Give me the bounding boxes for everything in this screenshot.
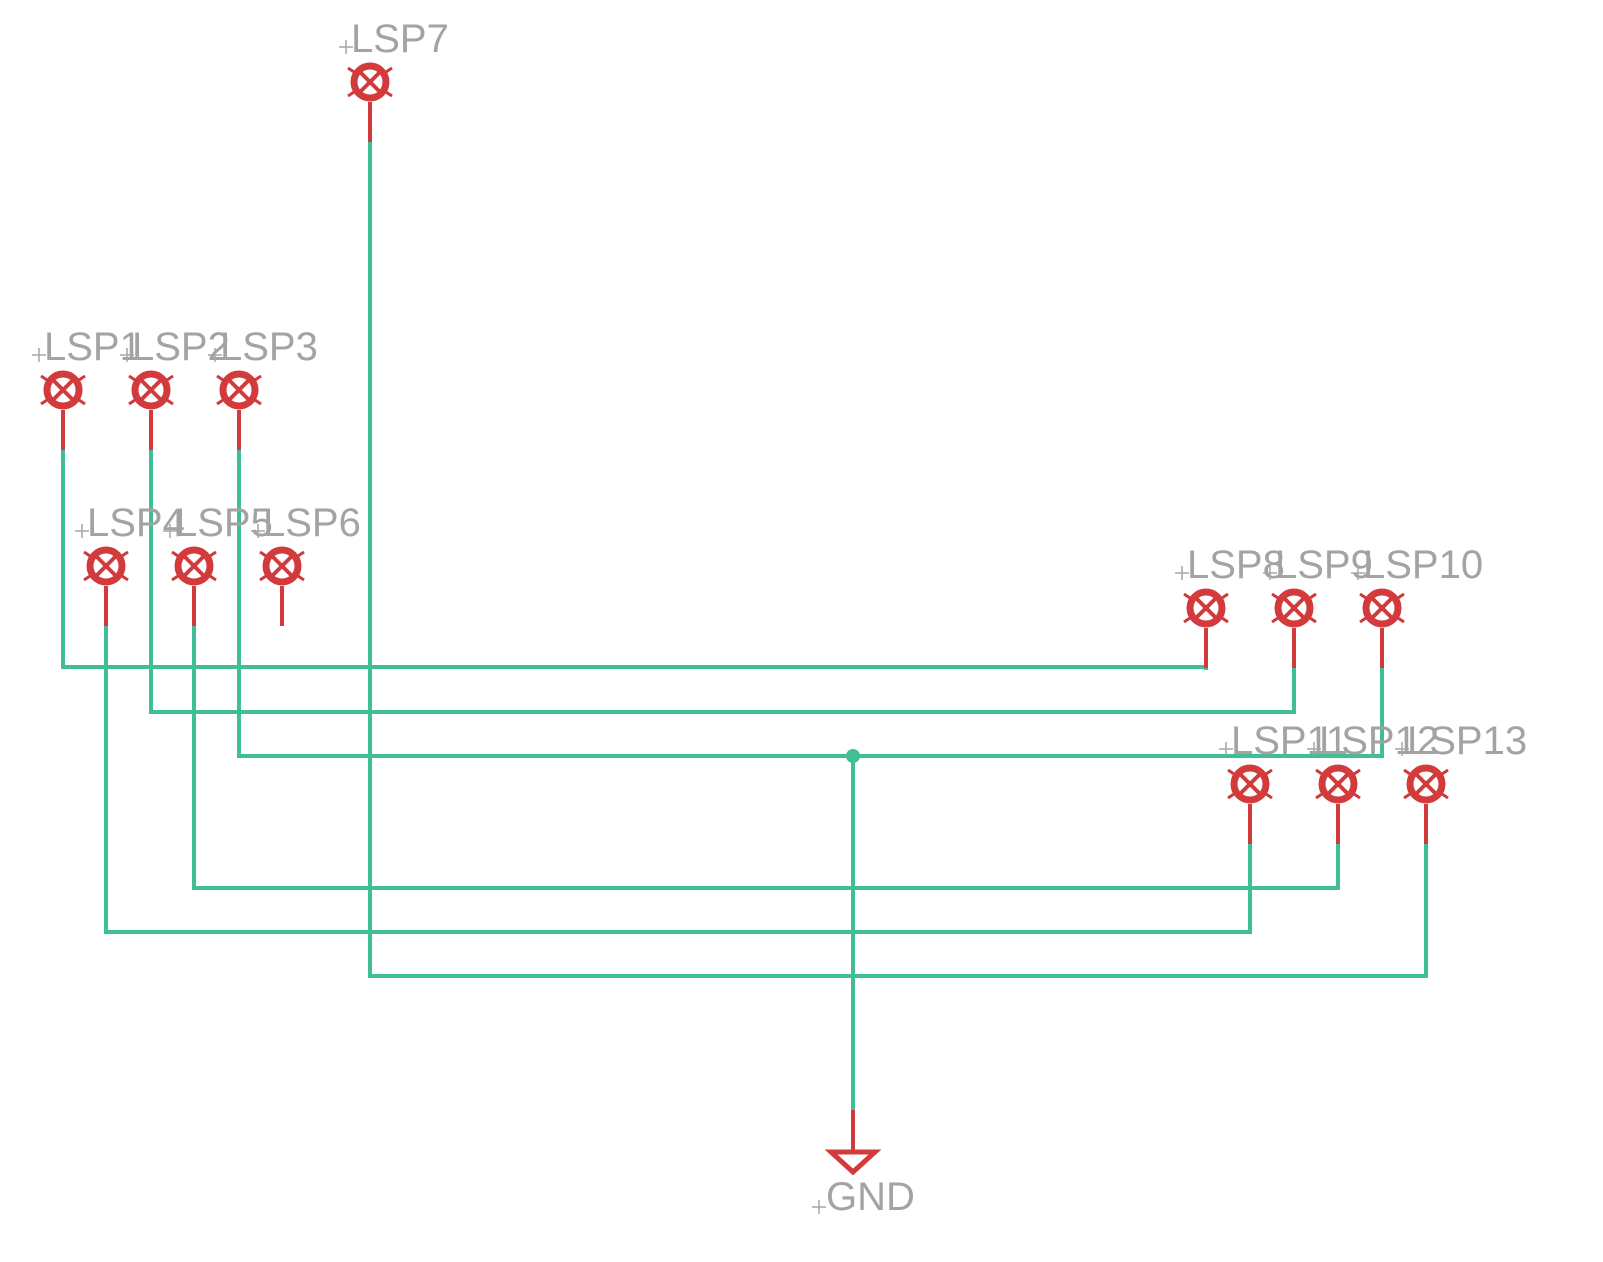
lsp6-label: LSP6 <box>263 501 361 545</box>
lsp12-test-pad[interactable] <box>1315 764 1361 804</box>
component-pin-lines <box>61 102 1428 844</box>
lsp3-label: LSP3 <box>220 325 318 369</box>
lsp1-label: LSP1 <box>44 325 142 369</box>
lsp10-label: LSP10 <box>1363 543 1483 587</box>
lsp13-label: LSP13 <box>1407 719 1527 763</box>
lsp6-test-pad[interactable] <box>259 546 305 586</box>
ground-icon[interactable] <box>824 1149 882 1176</box>
gnd-label: GND <box>826 1175 915 1219</box>
lsp13-test-pad[interactable] <box>1403 764 1449 804</box>
lsp11-test-pad[interactable] <box>1227 764 1273 804</box>
lsp1-test-pad[interactable] <box>40 370 86 410</box>
test-pads <box>40 62 1449 804</box>
lsp7-test-pad[interactable] <box>347 62 393 102</box>
net-wire-segment <box>104 624 1252 934</box>
lsp9-label: LSP9 <box>1275 543 1373 587</box>
lsp11-label: LSP11 <box>1231 719 1348 763</box>
lsp4-label: LSP4 <box>87 501 185 545</box>
lsp8-label: LSP8 <box>1187 543 1285 587</box>
net-junction-dot <box>846 749 860 763</box>
net-wire-segment <box>192 624 1340 890</box>
net-wires <box>61 140 1428 1112</box>
lsp7-label: LSP7 <box>351 17 449 61</box>
lsp5-test-pad[interactable] <box>171 546 217 586</box>
lsp4-test-pad[interactable] <box>83 546 129 586</box>
lsp12-label: LSP12 <box>1319 719 1439 763</box>
net-wire-segment <box>368 140 1428 978</box>
lsp10-test-pad[interactable] <box>1359 588 1405 628</box>
lsp2-label: LSP2 <box>132 325 230 369</box>
component-labels: LSP1LSP2LSP3LSP4LSP5LSP6LSP7LSP8LSP9LSP1… <box>32 17 1527 763</box>
ground-symbol-group: GND <box>812 1110 915 1219</box>
lsp3-test-pad[interactable] <box>216 370 262 410</box>
lsp9-test-pad[interactable] <box>1271 588 1317 628</box>
net-wire-segment <box>61 448 1208 670</box>
lsp5-label: LSP5 <box>175 501 273 545</box>
lsp8-test-pad[interactable] <box>1183 588 1229 628</box>
net-wire-segment <box>149 448 1296 714</box>
net-wire-segment <box>237 448 1384 758</box>
lsp2-test-pad[interactable] <box>128 370 174 410</box>
